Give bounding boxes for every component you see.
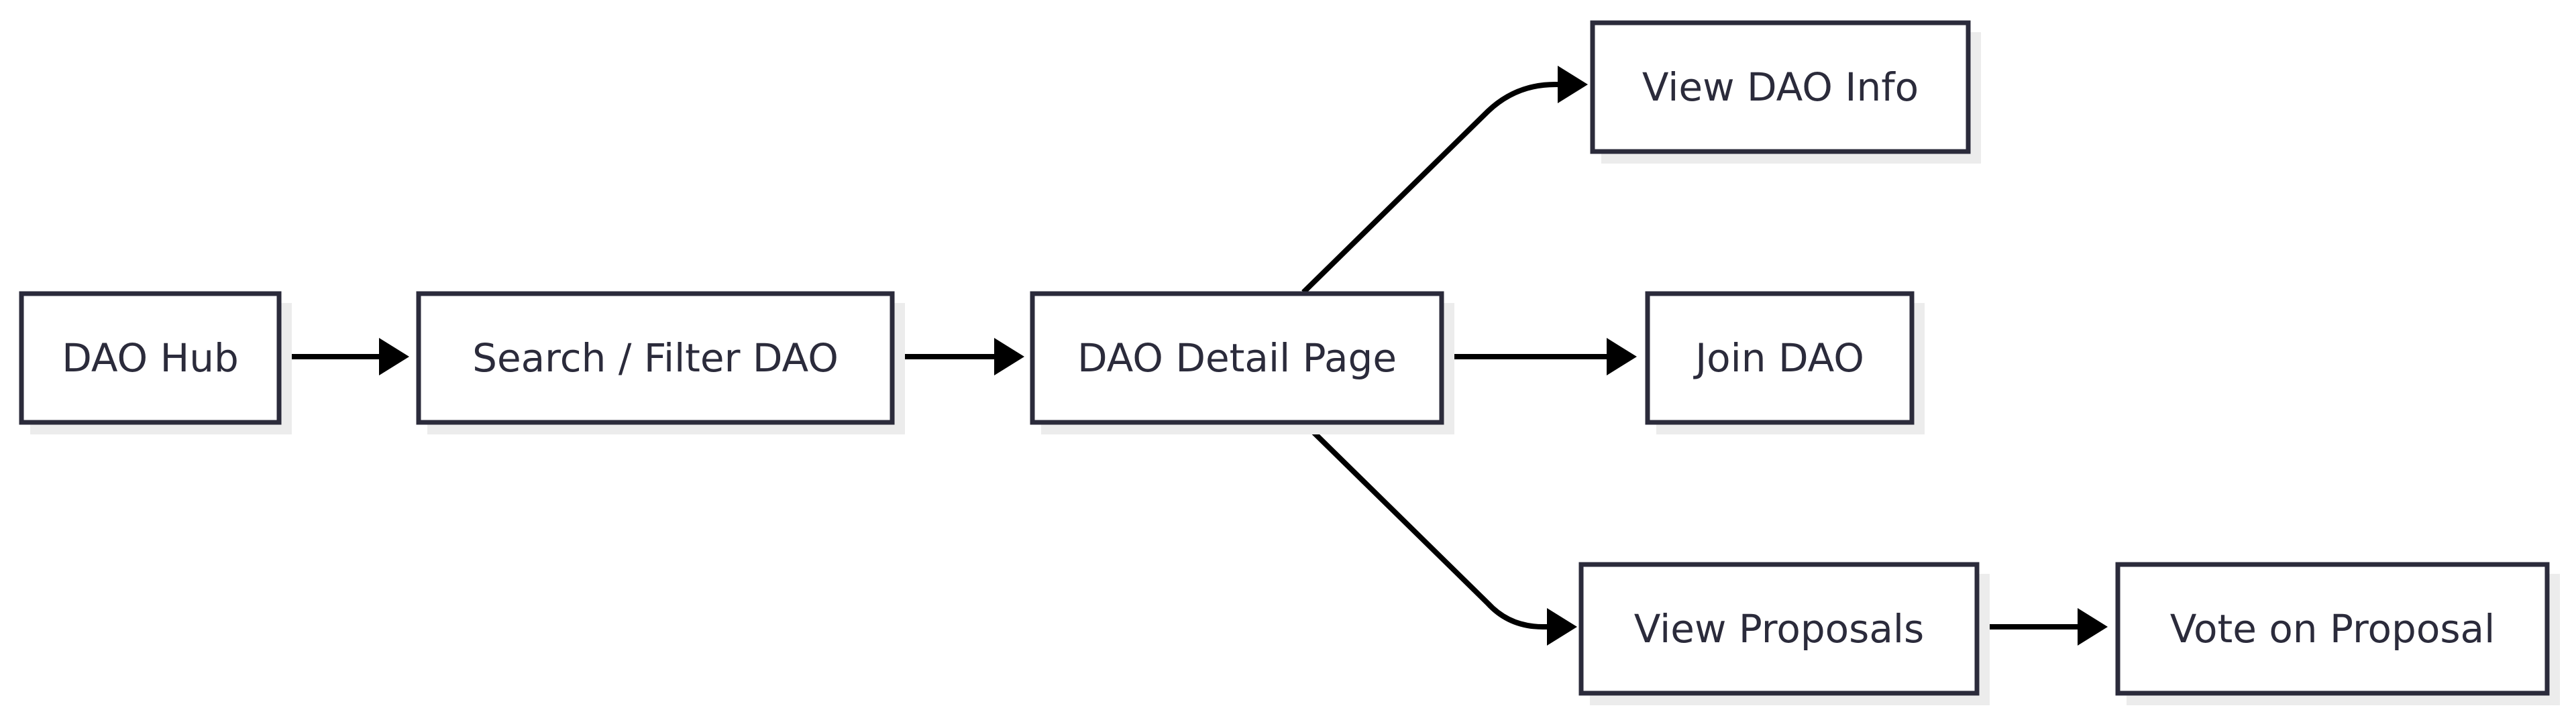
- edge-dao-detail-page-to-view-dao-info: [1301, 66, 1588, 294]
- edge-view-proposals-to-vote-on-proposal: [1977, 608, 2108, 646]
- node-search-filter-dao[interactable]: Search / Filter DAO: [416, 291, 905, 434]
- edges: [279, 66, 2108, 646]
- node-box: [2115, 562, 2550, 696]
- node-box: [1645, 291, 1915, 425]
- node-box: [1578, 562, 1980, 696]
- node-label: Join DAO: [1693, 335, 1864, 381]
- arrowhead: [379, 338, 409, 375]
- node-box: [19, 291, 282, 425]
- edge-dao-hub-to-search-filter-dao: [279, 338, 409, 375]
- arrowhead: [1607, 338, 1637, 375]
- arrowhead: [994, 338, 1024, 375]
- edge-search-filter-dao-to-dao-detail-page: [892, 338, 1024, 375]
- node-vote-on-proposal[interactable]: Vote on Proposal: [2115, 562, 2560, 705]
- node-view-proposals[interactable]: View Proposals: [1578, 562, 1990, 705]
- node-join-dao[interactable]: Join DAO: [1645, 291, 1925, 434]
- node-box: [416, 291, 895, 425]
- node-box: [1030, 291, 1444, 425]
- edge-dao-detail-page-to-view-proposals: [1301, 420, 1577, 646]
- node-label: View Proposals: [1634, 606, 1924, 652]
- node-label: DAO Detail Page: [1077, 335, 1397, 381]
- arrowhead: [2078, 608, 2108, 646]
- node-dao-hub[interactable]: DAO Hub: [19, 291, 292, 434]
- node-label: Search / Filter DAO: [472, 335, 839, 381]
- node-label: Vote on Proposal: [2170, 606, 2495, 652]
- node-label: View DAO Info: [1642, 64, 1919, 110]
- node-view-dao-info[interactable]: View DAO Info: [1590, 20, 1981, 164]
- arrowhead: [1558, 66, 1588, 103]
- node-label: DAO Hub: [62, 335, 239, 381]
- node-box: [1590, 20, 1971, 154]
- node-dao-detail-page[interactable]: DAO Detail Page: [1030, 291, 1454, 434]
- arrowhead: [1547, 608, 1577, 646]
- edge-dao-detail-page-to-join-dao: [1442, 338, 1637, 375]
